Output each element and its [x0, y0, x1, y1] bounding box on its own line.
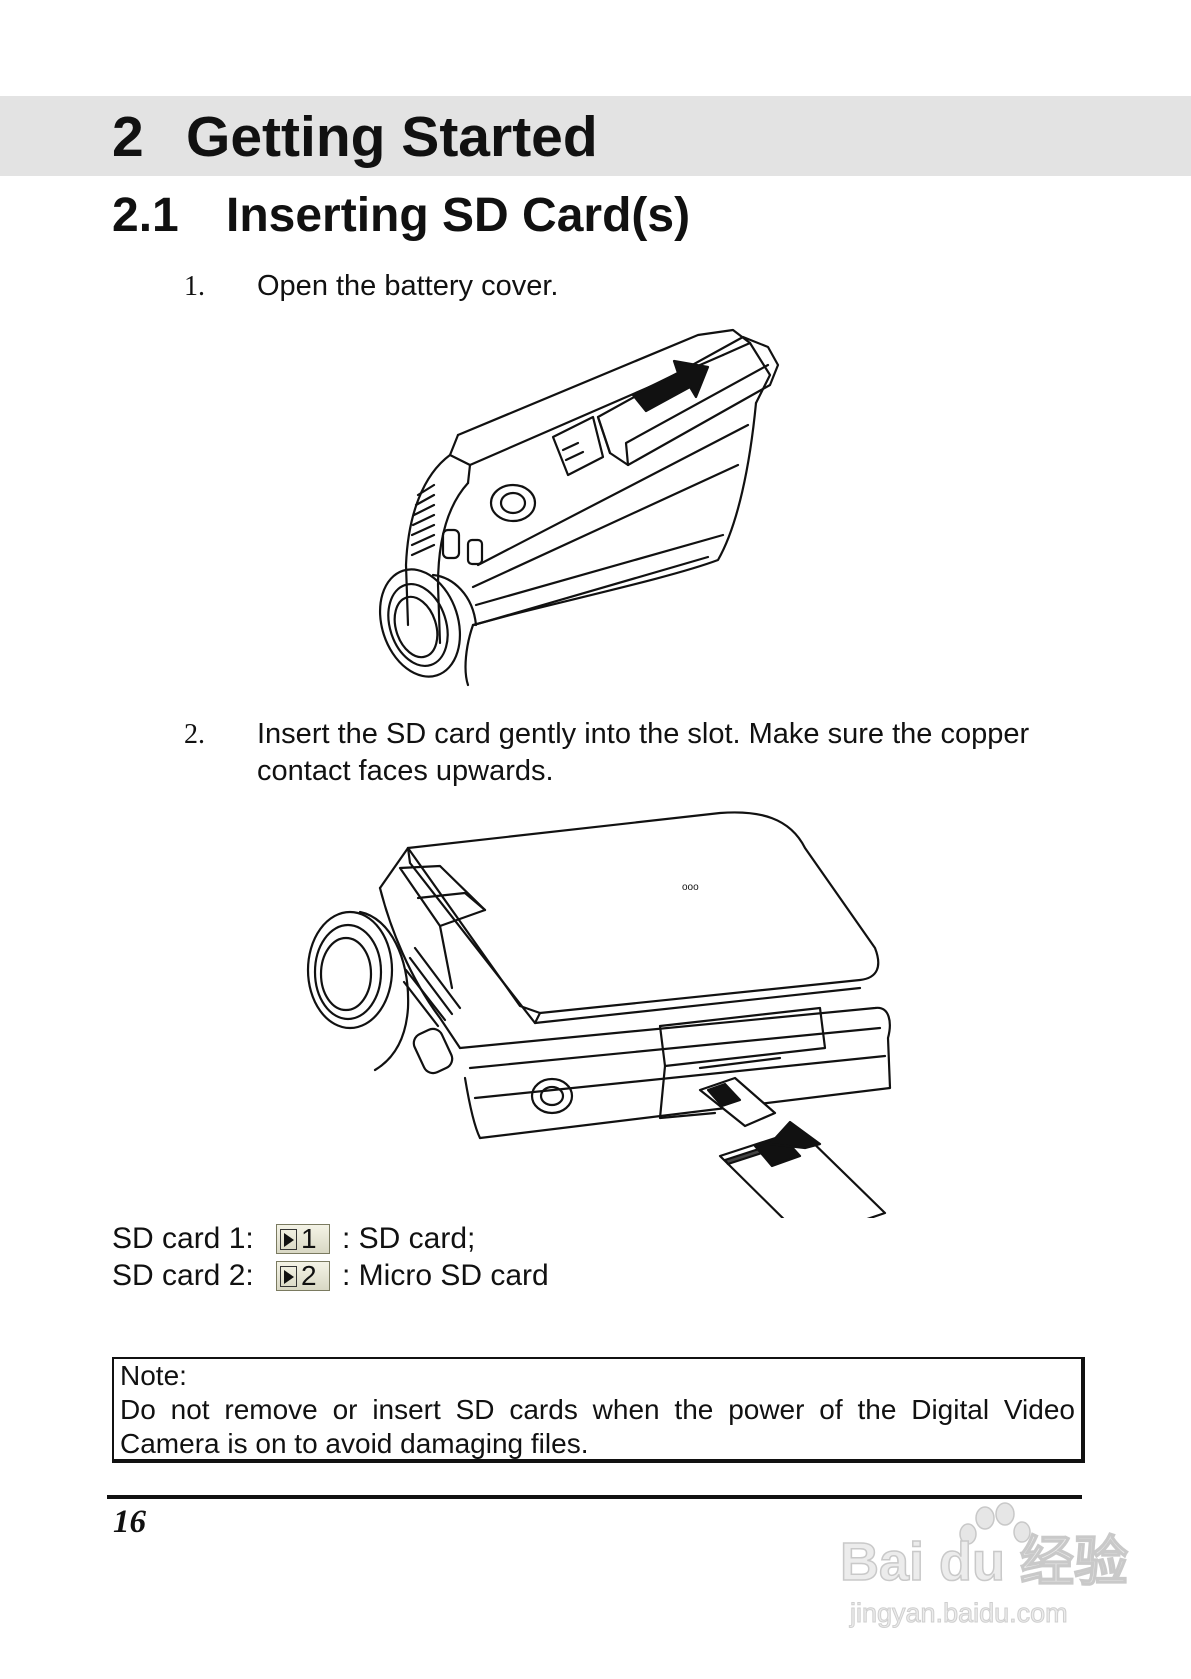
- step-text: Open the battery cover.: [257, 270, 559, 302]
- step-1: 1. Open the battery cover.: [184, 268, 1084, 305]
- sd-card-description: : SD card;: [342, 1222, 476, 1255]
- watermark-brand: Bai du 经验: [840, 1532, 1128, 1592]
- sd-card-1-icon: 1: [276, 1223, 330, 1254]
- chapter-number: 2: [112, 105, 144, 169]
- sd-card-1-row: SD card 1: 1 : SD card;: [112, 1220, 475, 1258]
- section-number: 2.1: [112, 189, 179, 242]
- chapter-header-band: [0, 96, 1191, 176]
- sd-card-label: SD card 1:: [112, 1222, 254, 1255]
- camcorder-sd-card-insert-illustration: ooo: [306, 811, 892, 1218]
- camcorder-battery-cover-illustration: [378, 328, 780, 687]
- step-2: 2. Insert the SD card gently into the sl…: [184, 716, 1084, 790]
- sd-card-2-row: SD card 2: 2 : Micro SD card: [112, 1257, 549, 1295]
- watermark-url: jingyan.baidu.com: [849, 1598, 1068, 1628]
- sd-card-description: : Micro SD card: [342, 1259, 549, 1292]
- step-number: 1.: [184, 271, 205, 302]
- baidu-watermark-logo: Bai du 经验 jingyan.baidu.com: [840, 1502, 1129, 1629]
- page-number: 16: [113, 1504, 146, 1540]
- indicator-dots-label: ooo: [682, 882, 699, 893]
- note-heading: Note:: [120, 1360, 187, 1391]
- sd-card-label: SD card 2:: [112, 1259, 254, 1292]
- step-text: Insert the SD card gently into the slot.…: [257, 718, 1030, 787]
- sd-card-icon-digit: 1: [301, 1223, 317, 1254]
- section-title-text: Inserting SD Card(s): [226, 189, 691, 242]
- note-box: Note: Do not remove or insert SD cards w…: [112, 1357, 1085, 1463]
- step-number: 2.: [184, 719, 205, 750]
- sd-card-icon-digit: 2: [301, 1260, 317, 1291]
- section-title: 2.1 Inserting SD Card(s): [112, 186, 690, 246]
- chapter-title-text: Getting Started: [186, 105, 598, 169]
- chapter-title: 2 Getting Started: [112, 104, 598, 170]
- micro-sd-card-icon: 2: [276, 1260, 330, 1291]
- note-body: Do not remove or insert SD cards when th…: [120, 1394, 1075, 1459]
- footer-divider: [107, 1495, 1082, 1499]
